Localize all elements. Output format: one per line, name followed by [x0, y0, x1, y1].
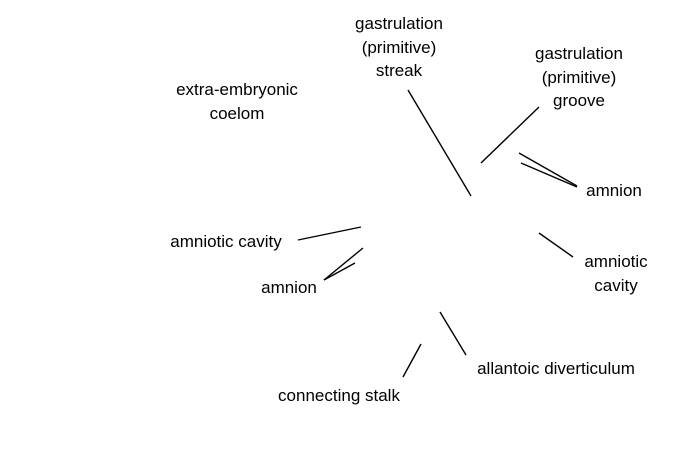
label-gastrulation-streak: gastrulation (primitive) streak: [336, 12, 462, 83]
leader-line-gastrulation-groove: [480, 106, 540, 164]
label-amniotic-cavity-left: amniotic cavity: [156, 230, 296, 254]
label-amniotic-cavity-right: amniotic cavity: [566, 250, 666, 297]
label-amnion-left-text: amnion: [261, 278, 317, 297]
label-amniotic-cavity-left-text: amniotic cavity: [170, 232, 282, 251]
label-extra-embryonic-coelom: extra-embryonic coelom: [158, 78, 316, 125]
label-connecting-stalk-text: connecting stalk: [278, 386, 400, 405]
label-allantoic-diverticulum-text: allantoic diverticulum: [477, 359, 635, 378]
leader-line-amnion-right-b: [520, 162, 578, 188]
label-gastrulation-groove-line2: (primitive): [541, 67, 617, 87]
label-extra-embryonic-coelom-line1: extra-embryonic: [176, 80, 298, 99]
label-amnion-left: amnion: [249, 276, 329, 300]
leader-line-gastrulation-streak: [407, 89, 472, 197]
label-gastrulation-groove-line1: gastrulation: [535, 44, 623, 63]
label-connecting-stalk: connecting stalk: [264, 384, 414, 408]
leader-line-amnion-right-a: [518, 152, 578, 187]
leader-line-amniotic-cavity-right: [538, 232, 574, 258]
label-extra-embryonic-coelom-line2: coelom: [209, 103, 265, 123]
label-gastrulation-streak-line1: gastrulation: [355, 14, 443, 33]
leader-line-connecting-stalk: [402, 343, 422, 378]
label-amniotic-cavity-right-line1: amniotic: [584, 252, 648, 271]
leader-line-amnion-left-a: [323, 247, 364, 281]
label-amnion-right: amnion: [574, 179, 654, 203]
label-gastrulation-streak-line3: streak: [375, 61, 423, 80]
label-amnion-right-text: amnion: [586, 181, 642, 200]
leader-line-amnion-left-b: [323, 262, 356, 281]
label-allantoic-diverticulum: allantoic diverticulum: [460, 357, 652, 381]
label-gastrulation-groove-line3: groove: [553, 91, 605, 110]
label-gastrulation-streak-line2: (primitive): [361, 37, 437, 57]
leader-line-allantoic-diverticulum: [439, 311, 467, 356]
label-amniotic-cavity-right-line2: cavity: [594, 275, 638, 295]
label-gastrulation-groove: gastrulation (primitive) groove: [516, 42, 642, 113]
leader-line-amniotic-cavity-left: [297, 226, 362, 241]
